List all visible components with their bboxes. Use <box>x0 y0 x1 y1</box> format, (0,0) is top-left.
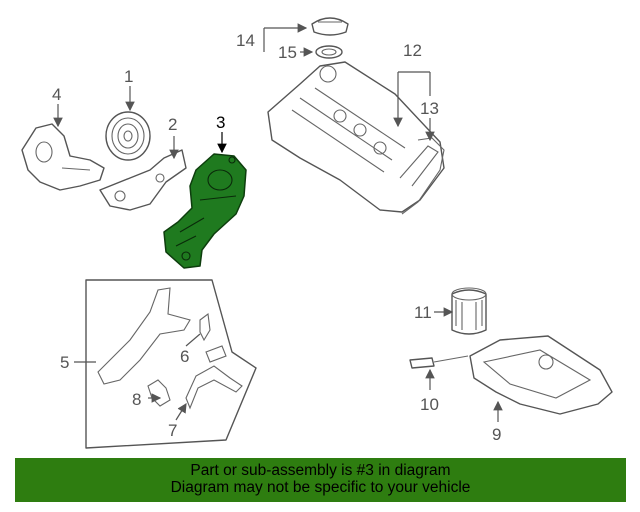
valve-cover <box>267 61 445 213</box>
callout-1: 1 <box>124 67 133 86</box>
oil-filler-cap <box>311 17 349 36</box>
filler-cap-seal <box>315 45 343 59</box>
mount-bracket <box>99 149 187 211</box>
callout-3: 3 <box>216 113 225 132</box>
leader-lines <box>53 23 503 422</box>
callout-9: 9 <box>492 425 501 444</box>
highlighted-part-3 <box>163 153 247 269</box>
callout-8: 8 <box>132 390 141 409</box>
callout-7: 7 <box>168 421 177 440</box>
gasket-8 <box>147 379 171 407</box>
crank-pulley <box>105 111 151 161</box>
callout-12: 12 <box>403 41 422 60</box>
gasket-kit-outline <box>85 279 257 449</box>
info-banner: Part or sub-assembly is #3 in diagram Di… <box>15 458 626 502</box>
callout-2: 2 <box>168 115 177 134</box>
callout-11: 11 <box>414 303 432 322</box>
parts-diagram: 14 15 12 13 1 4 2 3 5 6 8 7 11 10 9 <box>21 17 613 449</box>
oil-filter <box>451 287 487 335</box>
upper-cover <box>21 123 105 191</box>
gasket-6 <box>199 312 211 342</box>
gasket-5 <box>97 287 191 385</box>
callout-10: 10 <box>420 395 439 414</box>
callout-14: 14 <box>236 31 255 50</box>
callout-5: 5 <box>60 353 69 372</box>
gasket-7 <box>185 345 243 410</box>
callout-4: 4 <box>52 85 61 104</box>
oil-pan <box>469 335 613 415</box>
level-sensor <box>409 355 469 369</box>
callout-13: 13 <box>420 99 439 118</box>
banner-line-part: Part or sub-assembly is #3 in diagram <box>190 462 451 479</box>
callout-15: 15 <box>278 43 297 62</box>
callout-6: 6 <box>180 347 189 366</box>
banner-line-disclaimer: Diagram may not be specific to your vehi… <box>170 479 471 496</box>
